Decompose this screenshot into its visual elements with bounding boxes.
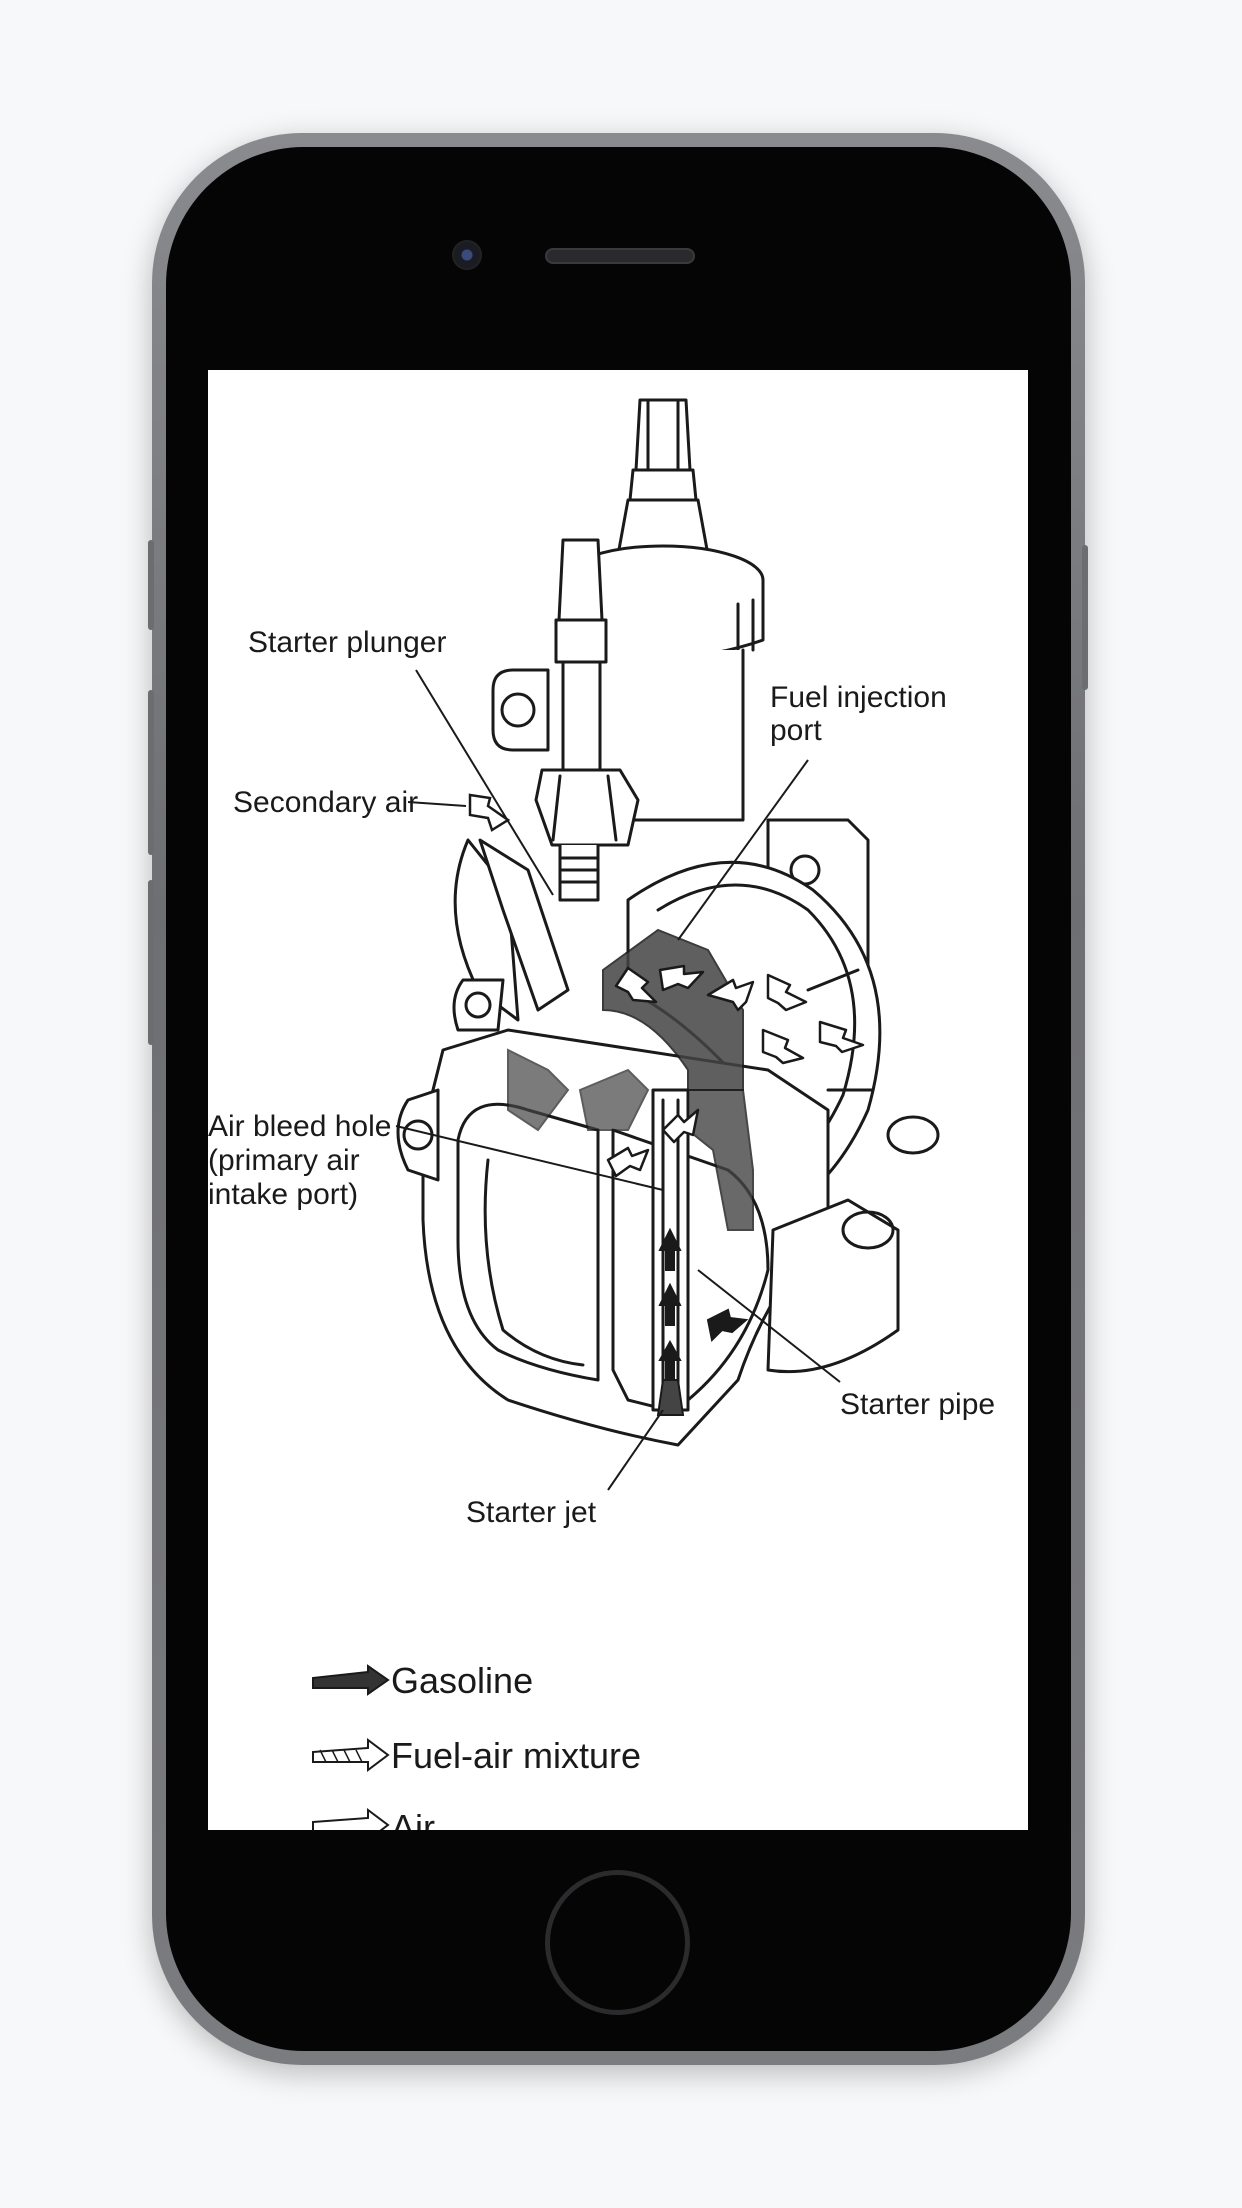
label-starter-jet: Starter jet: [466, 1496, 597, 1529]
legend-fuel-air-mixture-label: Fuel-air mixture: [391, 1735, 641, 1776]
legend-fuel-air-mixture-icon: [312, 1738, 390, 1772]
label-starter-pipe: Starter pipe: [840, 1388, 995, 1421]
label-fuel-injection-port-2: port: [770, 714, 822, 747]
phone-side-button-volume-down: [148, 880, 154, 1045]
phone-side-button-volume-up: [148, 690, 154, 855]
legend: Gasoline Fuel-air mixture Air: [312, 1660, 641, 1830]
earpiece-speaker: [545, 248, 695, 264]
label-secondary-air: Secondary air: [233, 786, 418, 819]
screen-content[interactable]: Starter plunger Secondary air Fuel injec…: [208, 370, 1028, 1830]
top-cap: [634, 398, 692, 472]
carburetor-diagram: Starter plunger Secondary air Fuel injec…: [208, 398, 995, 1830]
phone-power-button: [1082, 545, 1088, 690]
label-air-bleed-hole-2: (primary air: [208, 1144, 360, 1177]
legend-gasoline-icon: [312, 1664, 390, 1696]
legend-air-icon: [312, 1808, 390, 1830]
label-air-bleed-hole-3: intake port): [208, 1178, 358, 1211]
label-starter-plunger: Starter plunger: [248, 626, 446, 659]
front-camera-icon: [452, 240, 482, 270]
legend-gasoline-label: Gasoline: [391, 1660, 533, 1701]
phone-side-button-top: [148, 540, 154, 630]
home-button[interactable]: [545, 1870, 690, 2015]
label-fuel-injection-port-1: Fuel injection: [770, 681, 947, 714]
label-air-bleed-hole-1: Air bleed hole: [208, 1110, 391, 1143]
legend-air-label: Air: [391, 1807, 435, 1830]
